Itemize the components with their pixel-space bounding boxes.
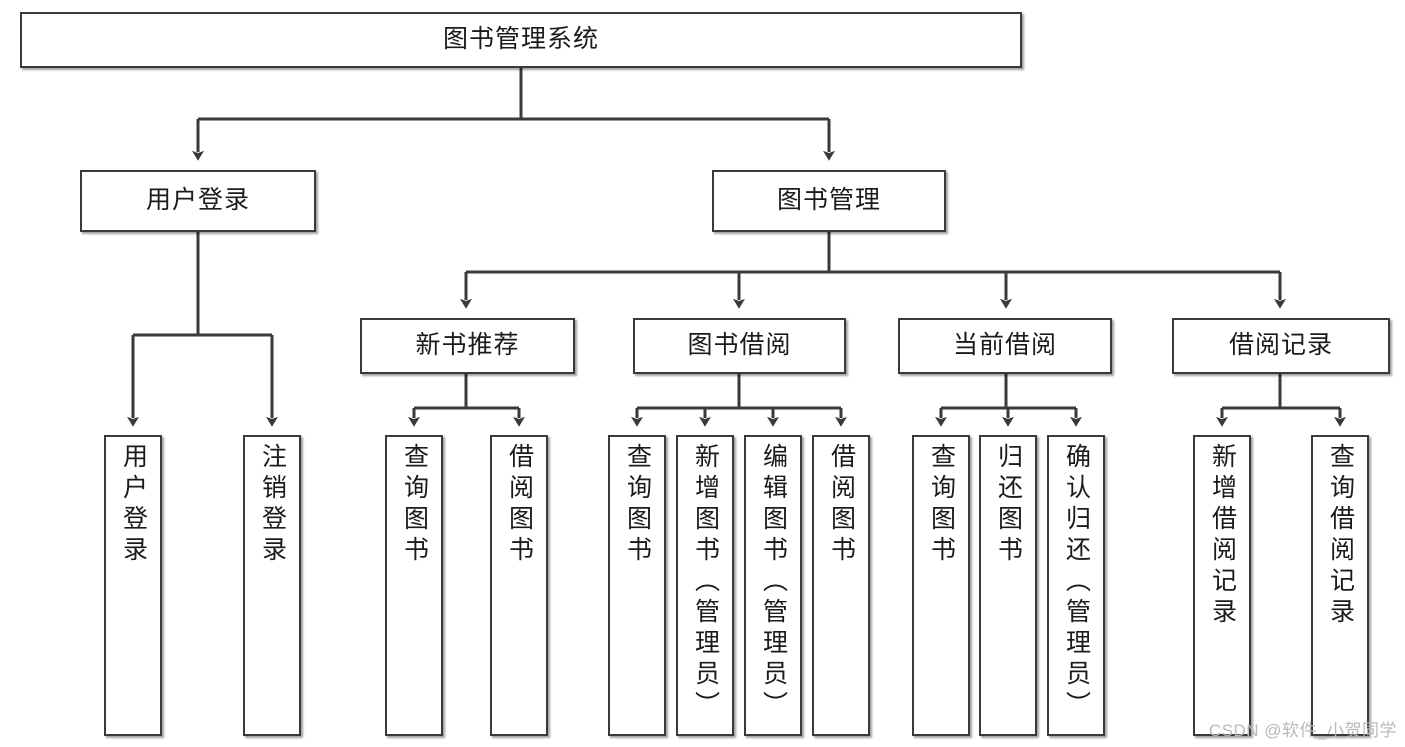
node-label: 确认归还（管理员）: [1062, 443, 1091, 722]
leaf-user-login[interactable]: 用户登录: [104, 435, 162, 736]
node-label: 查询借阅记录: [1326, 443, 1355, 629]
node-label: 图书借阅: [687, 331, 792, 360]
node-label: 当前借阅: [952, 331, 1057, 360]
leaf-confirm-return-admin[interactable]: 确认归还（管理员）: [1047, 435, 1105, 736]
leaf-edit-book-admin[interactable]: 编辑图书（管理员）: [744, 435, 802, 736]
node-label: 注销登录: [258, 443, 287, 567]
node-label: 用户登录: [145, 186, 250, 215]
leaf-current-query-book[interactable]: 查询图书: [912, 435, 970, 736]
node-label: 图书管理: [776, 186, 881, 215]
node-book-borrow[interactable]: 图书借阅: [633, 318, 846, 374]
node-label: 查询图书: [623, 443, 652, 567]
node-root-system[interactable]: 图书管理系统: [20, 12, 1022, 68]
node-label: 查询图书: [400, 443, 429, 567]
node-label: 新增借阅记录: [1208, 443, 1237, 629]
node-label: 查询图书: [927, 443, 956, 567]
node-current-borrow[interactable]: 当前借阅: [898, 318, 1112, 374]
node-borrow-record[interactable]: 借阅记录: [1172, 318, 1390, 374]
node-new-book-recommend[interactable]: 新书推荐: [360, 318, 575, 374]
node-label: 归还图书: [994, 443, 1023, 567]
node-label: 新增图书（管理员）: [691, 443, 720, 722]
leaf-user-logout[interactable]: 注销登录: [243, 435, 301, 736]
leaf-return-book[interactable]: 归还图书: [979, 435, 1037, 736]
node-book-management[interactable]: 图书管理: [712, 170, 946, 232]
leaf-new-book-borrow[interactable]: 借阅图书: [490, 435, 548, 736]
node-label: 借阅图书: [505, 443, 534, 567]
leaf-query-borrow-record[interactable]: 查询借阅记录: [1311, 435, 1369, 736]
node-label: 新书推荐: [415, 331, 520, 360]
leaf-borrow-book[interactable]: 借阅图书: [812, 435, 870, 736]
node-label: 用户登录: [119, 443, 148, 567]
node-label: 借阅图书: [827, 443, 856, 567]
leaf-new-book-query[interactable]: 查询图书: [385, 435, 443, 736]
leaf-add-borrow-record[interactable]: 新增借阅记录: [1193, 435, 1251, 736]
leaf-add-book-admin[interactable]: 新增图书（管理员）: [676, 435, 734, 736]
node-label: 图书管理系统: [442, 25, 599, 54]
leaf-borrow-query-book[interactable]: 查询图书: [608, 435, 666, 736]
node-label: 编辑图书（管理员）: [759, 443, 788, 722]
node-user-login[interactable]: 用户登录: [80, 170, 316, 232]
node-label: 借阅记录: [1228, 331, 1333, 360]
